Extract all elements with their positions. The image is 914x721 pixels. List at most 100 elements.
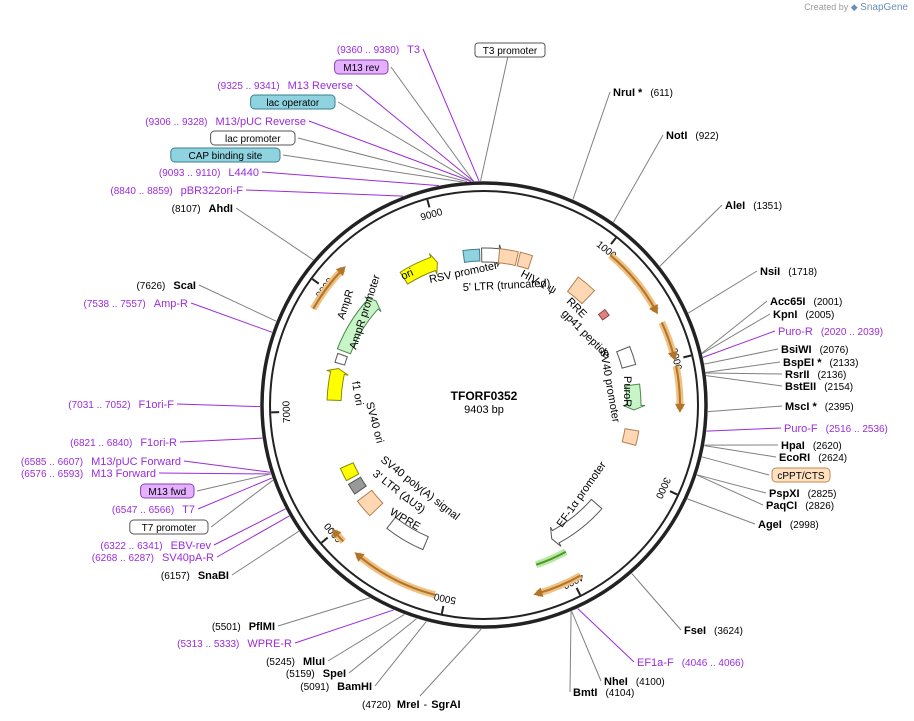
sv40-promoter-box [616,345,637,369]
hiv-psi-box [516,251,534,270]
label-leader [707,405,783,413]
enzyme-label-mrei-sgrai: (4720)MreI-SgrAI [362,699,461,711]
label-name: Puro-F [784,423,818,435]
sv40-polya-box [347,476,367,495]
ltr3-box [356,489,384,517]
label-pos: (6576 .. 6593) [21,469,83,480]
label-pos: (611) [650,88,673,99]
label-name: AgeI [758,519,782,531]
label-leader [613,134,664,223]
label-pos: (2133) [830,358,859,369]
label-name: SnaBI [198,570,229,582]
label-f1-ori: f1 ori [349,380,365,406]
label-name: F1ori-R [140,437,177,449]
label-pos: (2620) [813,441,842,452]
label-pos: (2001) [813,297,842,308]
label-leader [183,460,271,473]
label-pos: (9325 .. 9341) [217,81,279,92]
enzyme-label-mlui: (5245)MluI [266,656,325,668]
label-pos: (4046 .. 4066) [682,658,744,669]
feature-box-cap-binding-site [170,147,281,163]
label-puror: PuroR [621,376,633,407]
label-name: PspXI [769,488,800,500]
gp41-box [597,308,610,321]
label-pos: (6547 .. 6566) [112,505,174,516]
label-name: M13/pUC Reverse [216,116,306,128]
label-name: HpaI [781,440,805,452]
enzyme-label-acc65i: Acc65I(2001) [770,296,842,308]
tick-mark [610,237,617,245]
label-leader [261,171,439,187]
credit-brand: SnapGene [860,2,908,13]
label-leader [294,609,394,644]
label-name: BamHI [337,681,372,693]
tick-mark [575,587,582,596]
enzyme-label-msci: MscI *(2395) [785,401,854,413]
label-pos: (6268 .. 6287) [92,553,154,564]
label-name: M13 Forward [91,468,156,480]
label-name: M13 Reverse [288,80,353,92]
label-pos: (4104) [605,688,634,699]
feature-arrowhead [354,552,365,562]
label-name: BspEI * [783,357,822,369]
label-pos: (3624) [714,626,743,637]
enzyme-label-nsii: NsiI(1718) [760,266,817,278]
label-leader [571,610,602,682]
label-leader [572,91,611,200]
label-name: PaqCI [766,500,797,512]
label-sv40-ori: SV40 ori [363,401,386,445]
label-leader [337,101,472,182]
label-name: MreI [397,699,420,711]
feature-arc-core [609,254,657,312]
label-name: EcoRI [779,452,810,464]
wpre-box [386,516,429,551]
primer-label-m13-puc-reverse: (9306 .. 9328)M13/pUC Reverse [145,116,306,128]
plasmid-length: 9403 bp [464,404,504,416]
enzyme-label-alei: AleI(1351) [725,200,782,212]
ef1a-promoter-arrow [549,498,603,547]
label-name: Amp-R [154,298,188,310]
primer-label-t3: (9360 .. 9380)T3 [337,44,420,56]
label-name: WPRE-R [247,638,292,650]
label-leader [422,48,480,182]
label-ltr5: 5' LTR (truncated) [463,277,551,294]
backbone-outer [260,181,708,629]
feature-arrowhead [331,528,342,539]
label-pos: (6322 .. 6341) [100,541,162,552]
enzyme-label-nhei: NheI(4100) [604,676,665,688]
primer-label-m13-forward: (6576 .. 6593) M13 Forward [21,468,156,480]
label-leader [196,473,271,492]
label-leader [374,621,427,687]
feature-arrowhead [335,266,346,277]
label-leader [235,207,314,261]
label-pos: (2624) [818,453,847,464]
label-leader [704,348,779,365]
label-name: SpeI [323,668,346,680]
feature-arrowhead [649,303,658,315]
label-leader [282,154,463,183]
label-leader [696,474,767,494]
primer-label-sv40pa-r: (6268 .. 6287)SV40pA-R [92,552,214,564]
label-pos: (2154) [824,382,853,393]
label-name: SgrAI [431,699,460,711]
primer-label-ebv-rev: (6322 .. 6341)EBV-rev [100,540,211,552]
tick-mark [669,490,678,496]
ori-arrow [399,253,438,285]
label-leader [308,120,472,182]
puror-arrow [622,383,646,411]
label-name: AhdI [209,203,233,215]
primer-label-puro-r: Puro-R(2020 .. 2039) [778,326,883,338]
label-pos: (5313 .. 5333) [177,639,239,650]
ampr-promoter-box [334,352,348,366]
primer-label-ef1a-f: EF1a-F(4046 .. 4066) [637,657,744,669]
enzyme-label-scai: (7626)ScaI [136,280,196,292]
enzyme-label-hpai: HpaI (2620) [781,440,842,452]
label-separator: - [424,699,428,711]
label-leader [198,284,277,322]
feature-box-m13-fwd [140,483,195,499]
tick-mark [426,199,431,208]
primer-label-t7: (6547 .. 6566)T7 [112,504,195,516]
label-leader [702,330,776,358]
label-pos: (2395) [825,402,854,413]
